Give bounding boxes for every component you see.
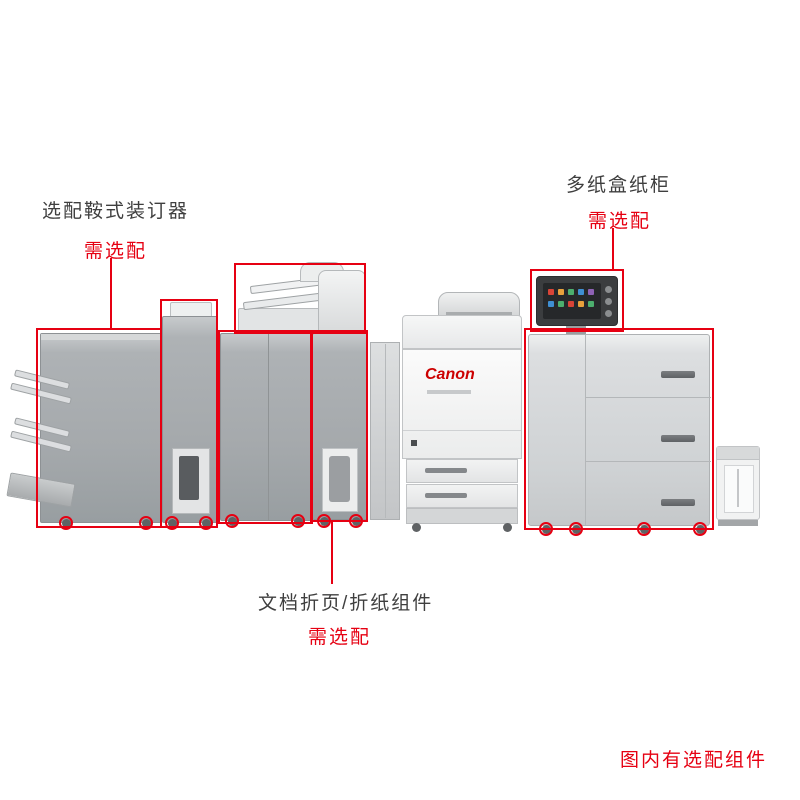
canon-logo: Canon <box>425 366 475 383</box>
printer-body: Canon <box>402 349 522 459</box>
highlight-paper-deck <box>524 328 714 530</box>
deck-drawer-handle-2 <box>661 435 695 442</box>
app-icon <box>548 301 554 307</box>
model-text-bar <box>427 390 471 394</box>
highlight-saddle-finisher <box>36 328 162 528</box>
label-paper-deck-note: 需选配 <box>588 211 652 232</box>
label-saddle-finisher-title: 选配鞍式装订器 <box>42 201 190 222</box>
app-icon <box>578 289 584 295</box>
folding-slot <box>329 456 350 502</box>
paper-deck-cabinet <box>528 334 711 526</box>
deck-drawer-handle-3 <box>661 499 695 506</box>
highlight-folding-unit <box>310 330 368 522</box>
caster-highlight-ring <box>225 514 239 528</box>
highlight-finisher-tower <box>160 299 218 528</box>
accessory-unit <box>716 446 760 520</box>
adf-slot-line <box>446 312 512 315</box>
accessory-slot <box>737 469 739 507</box>
deck-drawer-seam-2 <box>585 461 711 462</box>
power-indicator <box>411 440 417 446</box>
accessory-front-panel <box>724 465 754 513</box>
app-icon <box>578 301 584 307</box>
accessory-base <box>718 520 758 526</box>
app-icon <box>568 301 574 307</box>
label-saddle-finisher-note: 需选配 <box>84 241 148 262</box>
scanner-platen <box>402 315 522 349</box>
app-icon <box>588 289 594 295</box>
control-screen <box>543 283 601 319</box>
printer-caster-right <box>503 523 512 532</box>
app-icon <box>558 289 564 295</box>
paper-drawer-2 <box>406 484 518 508</box>
app-icon <box>558 301 564 307</box>
control-panel <box>536 276 618 326</box>
panel-button <box>605 286 612 293</box>
panel-button <box>605 310 612 317</box>
drawer-handle <box>425 493 467 498</box>
label-folding-unit-title: 文档折页/折纸组件 <box>258 593 434 614</box>
printer-base <box>406 508 518 524</box>
callout-line-paper-deck <box>612 228 614 269</box>
caster-highlight-ring <box>199 516 213 530</box>
app-icon <box>568 289 574 295</box>
label-paper-deck-title: 多纸盒纸柜 <box>566 175 672 196</box>
callout-line-saddle-finisher <box>110 258 112 330</box>
panel-button <box>605 298 612 305</box>
callout-line-folding-unit <box>331 522 333 584</box>
footer-note: 图内有选配组件 <box>620 750 768 771</box>
caster-highlight-ring <box>165 516 179 530</box>
highlight-insertion-unit <box>234 263 366 334</box>
app-icon <box>548 289 554 295</box>
app-icon <box>588 301 594 307</box>
deck-vertical-seam <box>585 335 586 525</box>
printer-caster-left <box>412 523 421 532</box>
drawer-handle <box>425 468 467 473</box>
buffer-module-seam <box>385 344 386 518</box>
insertion-tower-seam <box>268 334 269 520</box>
accessory-top-band <box>717 447 759 460</box>
finisher-slot <box>179 456 199 500</box>
deck-drawer-seam-1 <box>585 397 711 398</box>
paper-drawer-1 <box>406 459 518 483</box>
highlight-insertion-tower <box>218 330 313 524</box>
label-folding-unit-note: 需选配 <box>308 627 372 648</box>
caster-highlight-ring <box>59 516 73 530</box>
caster-highlight-ring <box>139 516 153 530</box>
deck-drawer-handle-1 <box>661 371 695 378</box>
highlight-control-panel <box>530 269 624 332</box>
saddle-finisher-top-highlight <box>41 334 161 340</box>
caster-highlight-ring <box>291 514 305 528</box>
printer-body-seam <box>403 430 521 431</box>
